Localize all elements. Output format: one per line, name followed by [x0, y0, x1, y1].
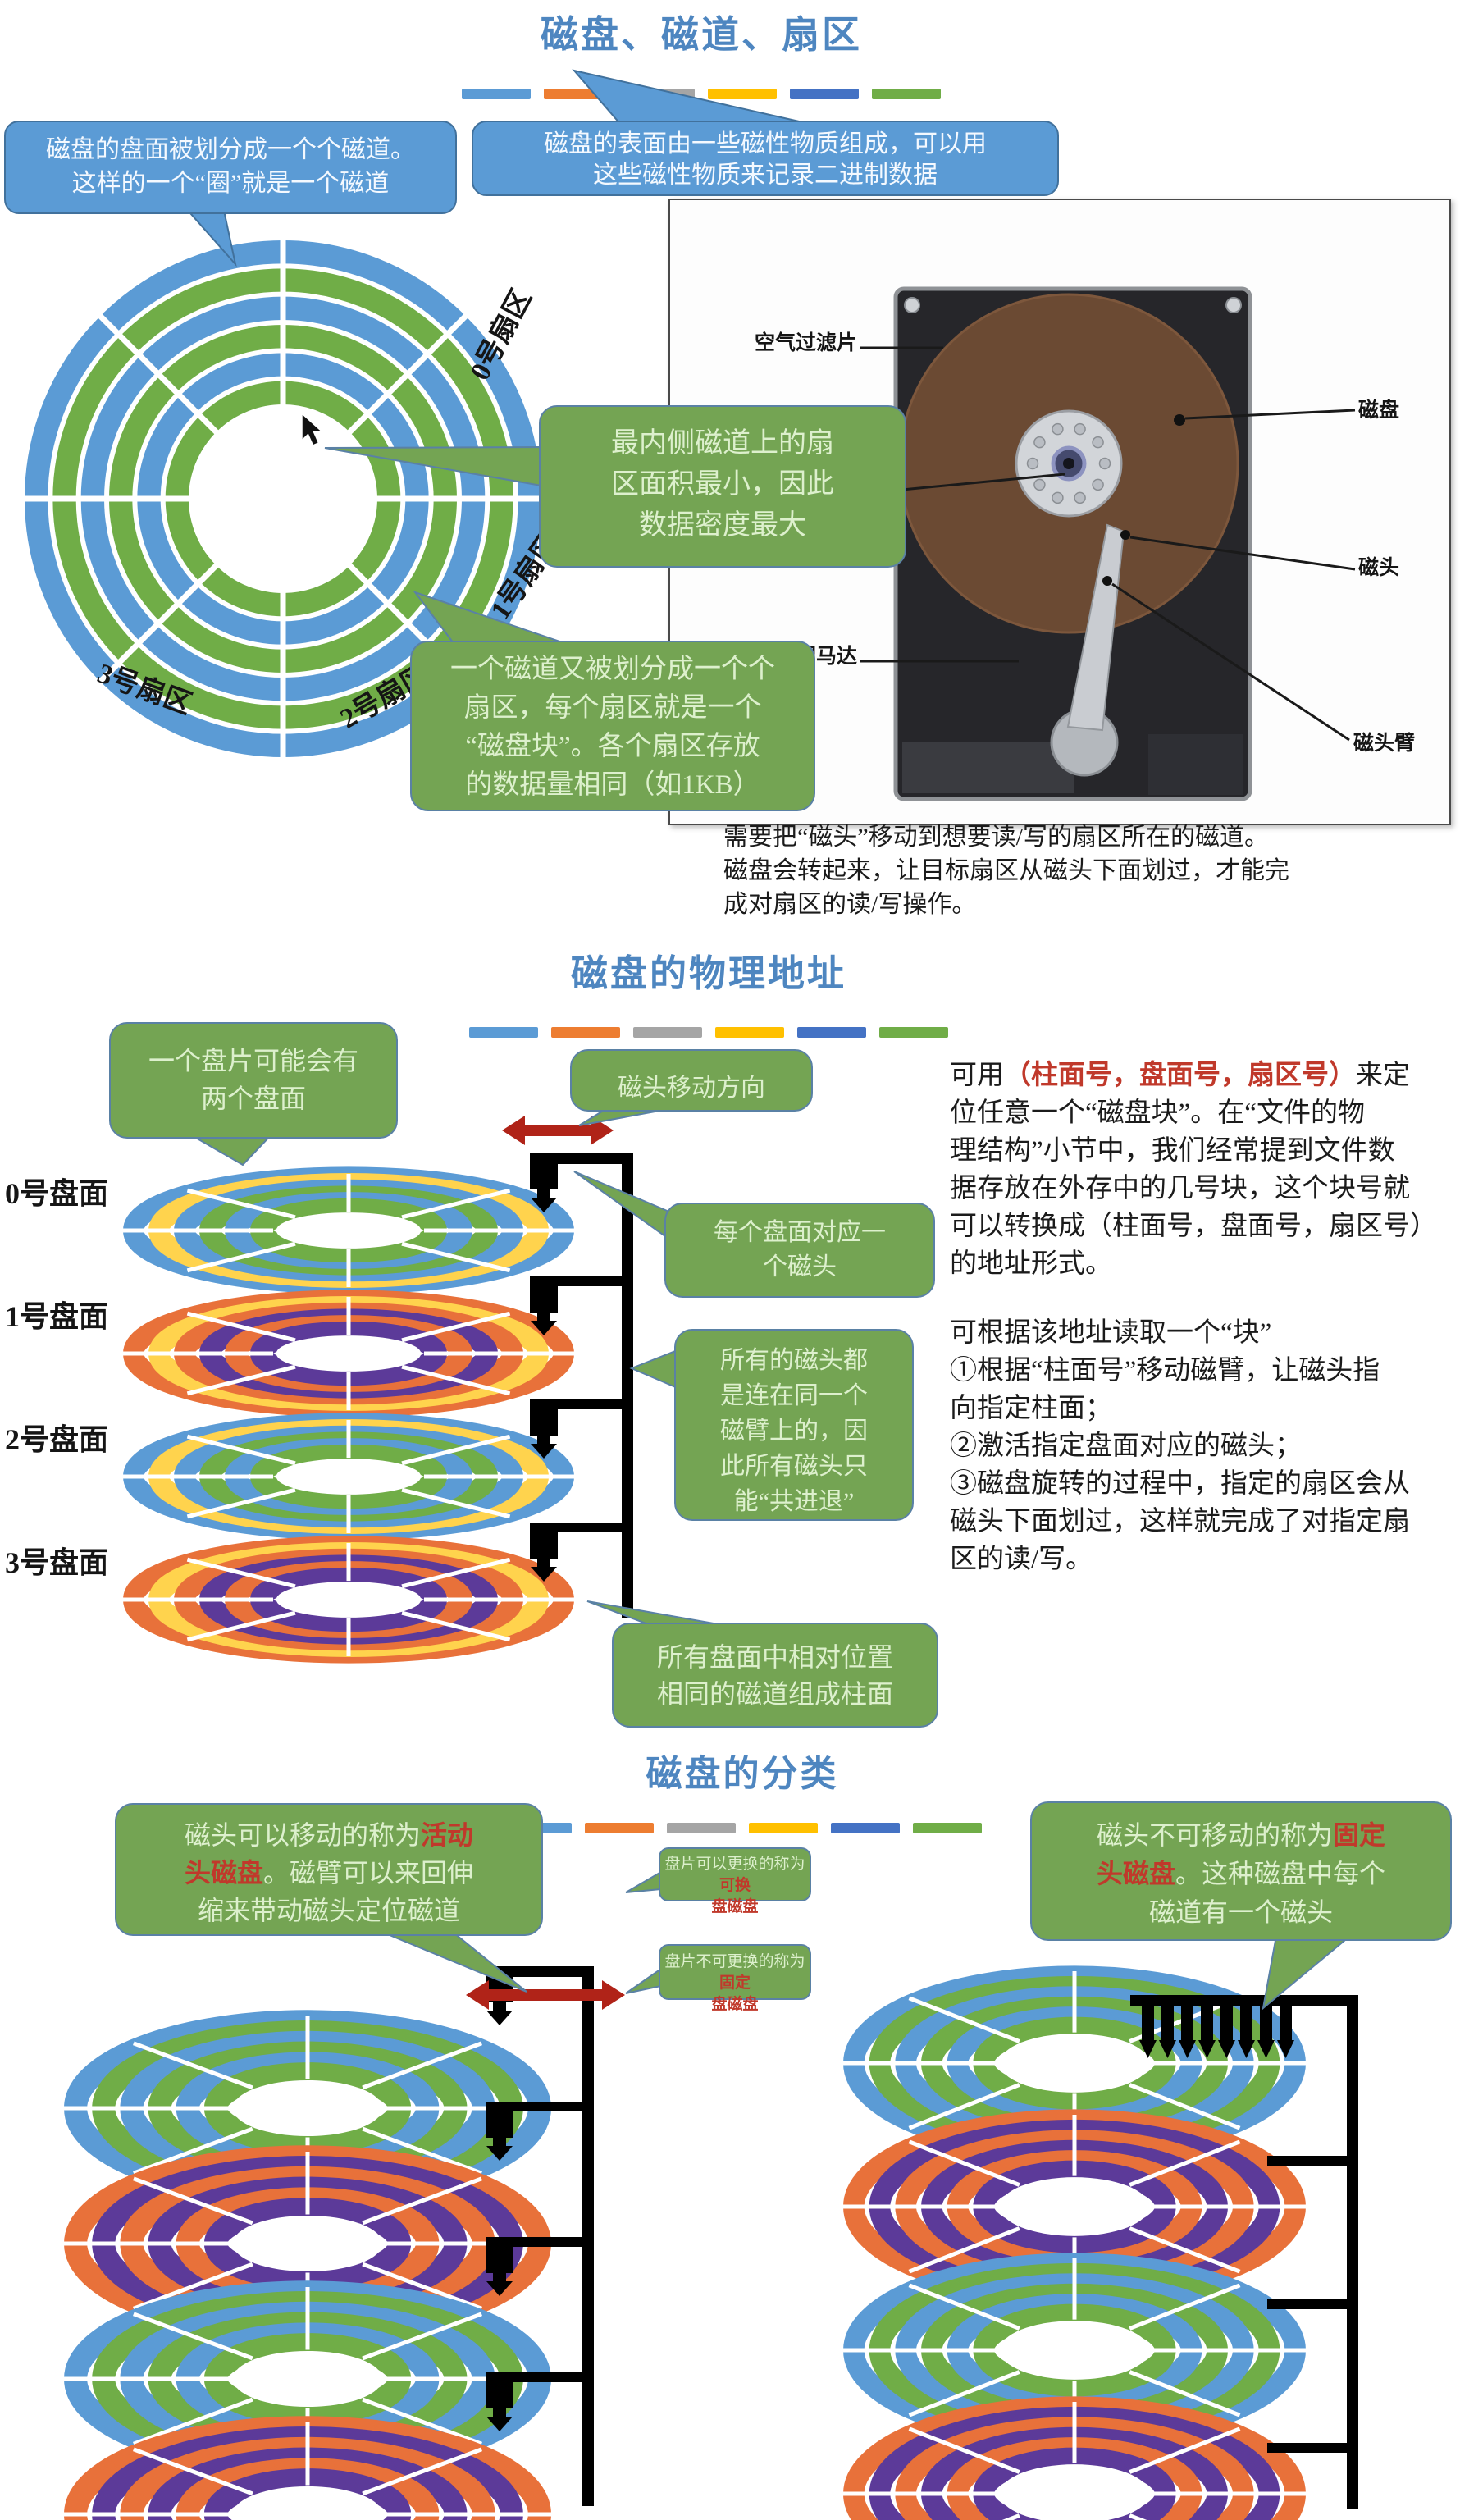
- bubble-two-surfaces: 一个盘片可能会有 两个盘面: [109, 1022, 398, 1139]
- surface-label-0: 0号盘面: [5, 1177, 109, 1210]
- section2-title: 磁盘的物理地址: [570, 953, 846, 994]
- bubble-cylinder: 所有盘面中相对位置 相同的磁道组成柱面: [612, 1623, 938, 1728]
- surface-label-3: 3号盘面: [5, 1546, 109, 1579]
- bubble-head-per-surface: 每个盘面对应一 个磁头: [664, 1203, 935, 1298]
- hdd-label-air-filter: 空气过滤片: [754, 331, 857, 354]
- bubble-inner-track-density: 最内侧磁道上的扇 区面积最小，因此 数据密度最大: [539, 405, 906, 568]
- section1-title: 磁盘、磁道、扇区: [541, 14, 862, 56]
- section1-paragraph: 需要把“磁头”移动到想要读/写的扇区所在的磁道。 磁盘会转起来，让目标扇区从磁头…: [723, 824, 1289, 918]
- bubble-fixed-head-disk: 磁头不可移动的称为固定 头磁盘。这种磁盘中每个 磁道有一个磁头: [1030, 1801, 1452, 1941]
- bubble-track-definition: 磁盘的盘面被划分成一个个磁道。 这样的一个“圈”就是一个磁道: [4, 121, 457, 214]
- bubble-same-arm: 所有的磁头都 是连在同一个 磁臂上的，因 此所有磁头只 能“共进退”: [674, 1329, 914, 1521]
- hdd-label-platter: 磁盘: [1358, 399, 1400, 422]
- section2-paragraph-read-block: 可根据该地址读取一个“块” ①根据“柱面号”移动磁臂，让磁头指 向指定柱面； ②…: [950, 1318, 1410, 1574]
- bubble-surface-material: 磁盘的表面由一些磁性物质组成，可以用 这些磁性物质来记录二进制数据: [472, 121, 1059, 196]
- bubble-movable-head-disk: 磁头可以移动的称为活动 头磁盘。磁臂可以来回伸 缩来带动磁头定位磁道: [115, 1803, 543, 1936]
- bubble-sector-block: 一个磁道又被划分成一个个 扇区，每个扇区就是一个 “磁盘块”。各个扇区存放 的数…: [410, 641, 815, 811]
- bubble-fixed-platter-disk: 盘片不可更换的称为固定 盘磁盘: [659, 1944, 811, 2013]
- surface-label-1: 1号盘面: [5, 1300, 109, 1333]
- bubble-head-direction: 磁头移动方向: [570, 1049, 813, 1112]
- section2-paragraph-address: 可用（柱面号，盘面号，扇区号）来定 位任意一个“磁盘块”。在“文件的物 理结构”…: [950, 1061, 1437, 1279]
- surface-label-2: 2号盘面: [5, 1423, 109, 1456]
- hdd-label-head: 磁头: [1358, 556, 1400, 579]
- hdd-label-head-arm: 磁头臂: [1353, 732, 1416, 755]
- bubble-removable-platter-disk: 盘片可以更换的称为可换 盘磁盘: [659, 1847, 811, 1915]
- section3-title: 磁盘的分类: [646, 1754, 839, 1794]
